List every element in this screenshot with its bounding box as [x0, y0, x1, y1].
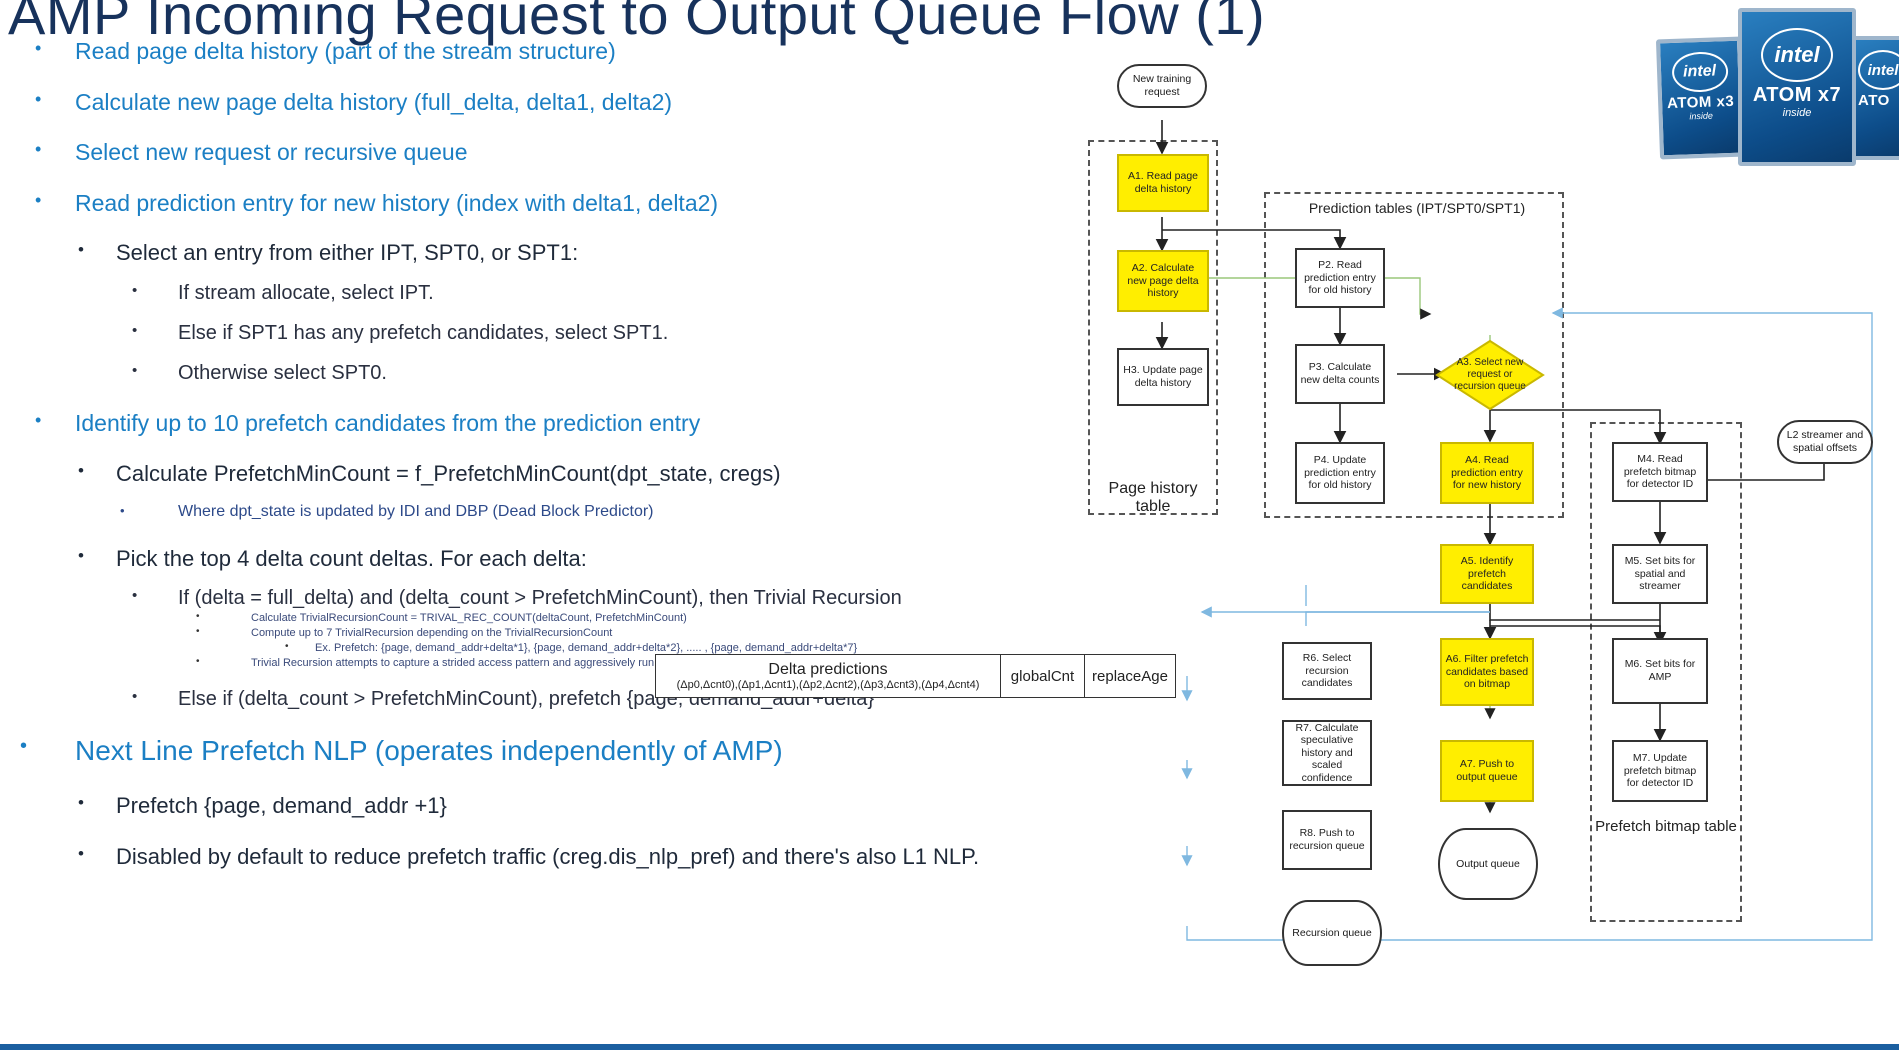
intel-atom-third-logo: intel ATO	[1850, 36, 1899, 160]
step-h3: H3. Update page delta history	[1117, 348, 1209, 406]
step-m5: M5. Set bits for spatial and streamer	[1612, 544, 1708, 604]
bullet-trivial-recursion: •If (delta = full_delta) and (delta_coun…	[132, 587, 902, 609]
bullet-dot: •	[285, 641, 289, 652]
bullet-dot: •	[20, 735, 28, 757]
step-m7: M7. Update prefetch bitmap for detector …	[1612, 740, 1708, 802]
output-queue: Output queue	[1438, 828, 1538, 900]
sub-bullet-example: •Ex. Prefetch: {page, demand_addr+delta*…	[285, 641, 858, 654]
bullet-dot: •	[35, 410, 42, 430]
page-history-region	[1088, 140, 1218, 515]
intel-logo-ring: intel	[1670, 51, 1729, 93]
bullet-dot: •	[35, 139, 42, 159]
l2-streamer-offsets: L2 streamer and spatial offsets	[1777, 420, 1873, 464]
intel-atom-logos: intel ATOM x3 inside intel ATOM x7 insid…	[1655, 8, 1899, 168]
step-p4: P4. Update prediction entry for old hist…	[1295, 442, 1385, 504]
page-history-label: Page history table	[1108, 480, 1198, 515]
intel-atom-x7-logo: intel ATOM x7 inside	[1738, 8, 1856, 166]
bullet-prefetch-plus1: •Prefetch {page, demand_addr +1}	[78, 793, 447, 818]
step-m6: M6. Set bits for AMP	[1612, 638, 1708, 704]
bullet-dpt-state: •Where dpt_state is updated by IDI and D…	[120, 503, 654, 520]
step-r8: R8. Push to recursion queue	[1282, 810, 1372, 870]
slide-title: AMP Incoming Request to Output Queue Flo…	[8, 0, 1266, 46]
bullet-dot: •	[78, 793, 84, 812]
bullet-dot: •	[196, 626, 200, 637]
recursion-queue: Recursion queue	[1282, 900, 1382, 966]
atom-x3-label: ATOM x3	[1666, 92, 1735, 113]
step-a7: A7. Push to output queue	[1440, 740, 1534, 802]
intel-logo-ring: intel	[1761, 28, 1833, 82]
bullet-read-history: •Read page delta history (part of the st…	[35, 38, 616, 64]
bullet-dot: •	[196, 656, 200, 667]
bullet-dot: •	[78, 844, 84, 863]
delta-predictions-cell: Delta predictions (Δp0,Δcnt0),(Δp1,Δcnt1…	[656, 655, 1001, 697]
bullet-select-queue: •Select new request or recursive queue	[35, 139, 468, 165]
intel-atom-x3-logo: intel ATOM x3 inside	[1655, 36, 1746, 160]
bullet-dot: •	[132, 282, 138, 299]
sub-bullet-trivial-count: •Calculate TrivialRecursionCount = TRIVA…	[196, 611, 687, 624]
step-a6: A6. Filter prefetch candidates based on …	[1440, 638, 1534, 706]
prediction-tables-label: Prediction tables (IPT/SPT0/SPT1)	[1308, 200, 1526, 216]
atom-x7-label: ATOM x7	[1752, 84, 1842, 106]
step-a3-decision: A3. Select new request or recursion queu…	[1435, 339, 1545, 411]
bullet-spt0: •Otherwise select SPT0.	[132, 362, 387, 384]
bullet-calc-history: •Calculate new page delta history (full_…	[35, 89, 673, 115]
inside-label: inside	[1782, 107, 1812, 119]
atom-third-label: ATO	[1858, 92, 1890, 109]
bullet-dot: •	[78, 546, 84, 565]
flow-arrows	[1155, 120, 1873, 941]
bullet-dot: •	[132, 322, 138, 339]
step-a5: A5. Identify prefetch candidates	[1440, 544, 1534, 604]
prediction-tables-region	[1264, 192, 1564, 518]
step-p2: P2. Read prediction entry for old histor…	[1295, 248, 1385, 308]
bullet-select-entry: •Select an entry from either IPT, SPT0, …	[78, 240, 579, 265]
bullet-top4: •Pick the top 4 delta count deltas. For …	[78, 546, 587, 571]
bullet-min-count: •Calculate PrefetchMinCount = f_Prefetch…	[78, 461, 781, 486]
bullet-ipt: •If stream allocate, select IPT.	[132, 282, 434, 304]
new-training-request: New training request	[1117, 64, 1207, 108]
bullet-nlp: •Next Line Prefetch NLP (operates indepe…	[20, 735, 783, 766]
step-p3: P3. Calculate new delta counts	[1295, 344, 1385, 404]
bullet-dot: •	[78, 461, 84, 480]
footer-bar	[0, 1044, 1899, 1050]
bullet-dot: •	[196, 611, 200, 622]
bullet-spt1: •Else if SPT1 has any prefetch candidate…	[132, 322, 669, 344]
step-r6: R6. Select recursion candidates	[1282, 642, 1372, 700]
global-count-cell: globalCnt	[1001, 655, 1085, 697]
step-r7: R7. Calculate speculative history and sc…	[1282, 720, 1372, 786]
step-a1: A1. Read page delta history	[1117, 154, 1209, 212]
bullet-list: •Read page delta history (part of the st…	[20, 38, 980, 869]
replace-age-cell: replaceAge	[1092, 667, 1168, 685]
bullet-dot: •	[120, 503, 125, 518]
bullet-dot: •	[132, 587, 138, 604]
bullet-dot: •	[35, 38, 42, 58]
bullet-identify-candidates: •Identify up to 10 prefetch candidates f…	[35, 410, 701, 436]
bitmap-region	[1590, 422, 1742, 922]
flow-diagram: Page history table Prediction tables (IP…	[1080, 60, 1890, 1020]
bitmap-label: Prefetch bitmap table	[1595, 818, 1737, 835]
bullet-dot: •	[35, 190, 42, 210]
intel-logo-ring: intel	[1858, 50, 1899, 90]
bullet-dot: •	[35, 89, 42, 109]
step-a4: A4. Read prediction entry for new histor…	[1440, 442, 1534, 504]
delta-predictions-table: Delta predictions (Δp0,Δcnt0),(Δp1,Δcnt1…	[655, 654, 1176, 698]
bullet-dot: •	[132, 688, 138, 705]
bullet-disabled: •Disabled by default to reduce prefetch …	[78, 844, 980, 869]
step-m4: M4. Read prefetch bitmap for detector ID	[1612, 442, 1708, 502]
bullet-dot: •	[132, 362, 138, 379]
bullet-read-prediction: •Read prediction entry for new history (…	[35, 190, 719, 216]
sub-bullet-compute-recursion: •Compute up to 7 TrivialRecursion depend…	[196, 626, 613, 639]
step-a2: A2. Calculate new page delta history	[1117, 250, 1209, 312]
bullet-dot: •	[78, 240, 84, 259]
